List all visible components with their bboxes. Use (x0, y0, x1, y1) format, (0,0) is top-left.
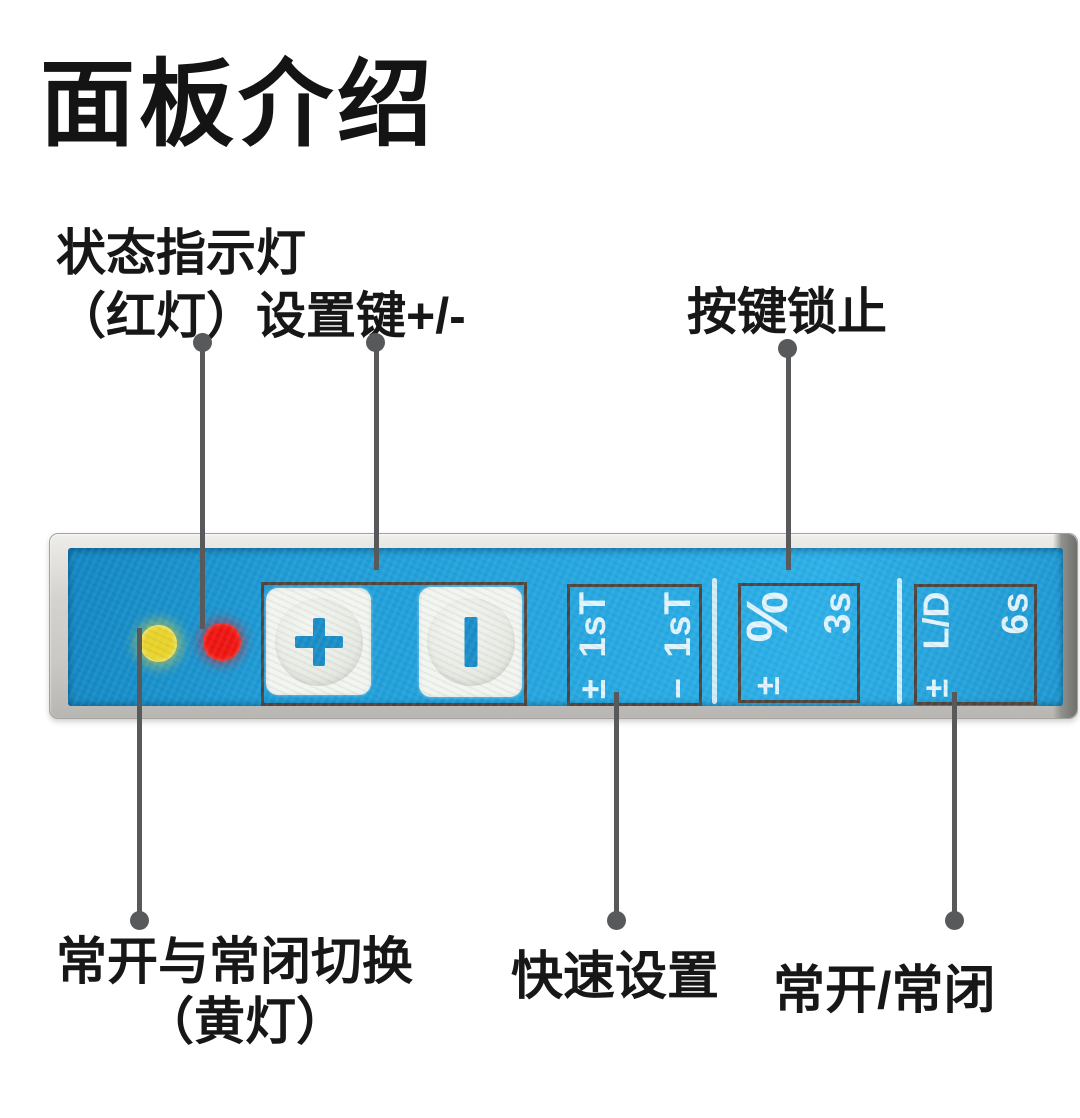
label-yellow-light: （黄灯） (142, 993, 347, 1050)
label-red-light-setting-keys: （红灯）设置键+/- (56, 288, 466, 344)
marking-box-no-nc: ± L/D 6s (914, 584, 1037, 705)
plus-button (266, 588, 371, 695)
label-key-lock: 按键锁止 (687, 284, 887, 340)
callout-line-no-nc (952, 692, 957, 918)
percent-icon: % (735, 591, 800, 643)
marking-box-quick-setting: ± 1sT − 1sT (567, 584, 702, 706)
label-quick-setting: 快速设置 (511, 948, 720, 1006)
marking-separator-2 (897, 578, 902, 704)
red-led-indicator (203, 623, 241, 661)
sensor-panel: ± 1sT − 1sT ± % 3s (49, 533, 1078, 719)
marking-plusminus-3: ± (917, 678, 955, 698)
panel-blue-face: ± 1sT − 1sT ± % 3s (68, 548, 1063, 706)
callout-dot-no-nc (945, 911, 964, 930)
callout-line-yellow-led (137, 628, 142, 918)
minus-button-cap (426, 598, 515, 686)
label-no-nc: 常开/常闭 (773, 962, 996, 1020)
callout-dot-quick-setting (607, 911, 626, 930)
callout-dot-red-led (193, 333, 212, 352)
callout-line-quick-setting (614, 692, 619, 918)
marking-plusminus-2: ± (749, 676, 788, 695)
label-no-nc-toggle-line1: 常开与常闭切换 (56, 933, 414, 990)
marking-6s: 6s (994, 591, 1035, 635)
callout-dot-yellow-led (130, 911, 149, 930)
marking-no-nc-text: ± L/D 6s (915, 591, 1035, 698)
label-status-light: 状态指示灯 （红灯）设置键+/- (56, 222, 466, 348)
label-no-nc-toggle: 常开与常闭切换 （黄灯） (56, 932, 434, 1052)
marking-1st-2: 1sT (656, 591, 698, 658)
callout-line-key-lock (786, 348, 791, 570)
plus-button-cap (274, 597, 363, 686)
marking-separator-1 (712, 578, 717, 704)
minus-button (419, 587, 522, 697)
marking-plusminus: ± (571, 679, 612, 699)
callout-dot-key-lock (778, 339, 797, 358)
marking-3s: 3s (817, 591, 858, 635)
page-title: 面板介绍 (40, 52, 437, 158)
setting-keys-outline-box (261, 582, 527, 706)
marking-minus: − (656, 677, 697, 699)
yellow-led-indicator (140, 625, 177, 662)
label-status-light-line1: 状态指示灯 (56, 225, 306, 281)
marking-ld: L/D (915, 591, 956, 650)
callout-line-red-led (200, 342, 205, 629)
marking-key-lock-text: ± % 3s (735, 591, 858, 695)
marking-1st: 1sT (571, 591, 613, 658)
marking-quick-setting-text: ± 1sT − 1sT (571, 591, 698, 699)
callout-dot-setting-keys (366, 333, 385, 352)
marking-box-key-lock: ± % 3s (735, 583, 860, 703)
callout-line-setting-keys (374, 342, 379, 570)
